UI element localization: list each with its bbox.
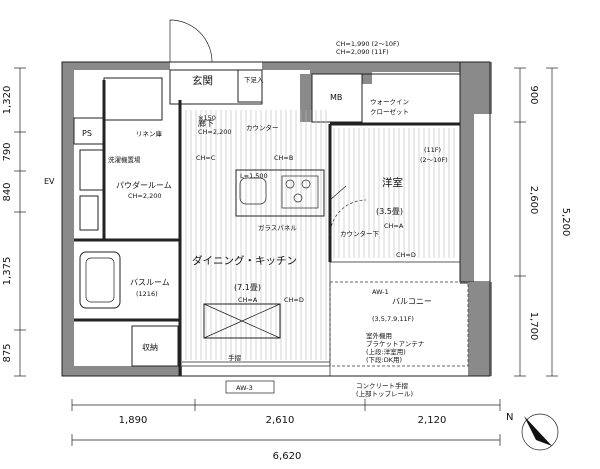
right-dimension: 900 2,600 1,700 5,200	[514, 67, 571, 377]
label-walkin-2: クローゼット	[370, 107, 409, 116]
note-antenna-4: (下段:DK用)	[366, 355, 402, 364]
interior-walls	[73, 69, 469, 376]
youshitsu-floor-pattern	[333, 128, 455, 258]
label-dining-ch-a: CH=A	[238, 296, 258, 304]
label-powder-ch: CH=2,200	[128, 192, 161, 200]
label-youshitsu-size: (3.5畳)	[376, 207, 403, 216]
label-linen: リネン庫	[136, 129, 163, 138]
notes: CH=1,990 (2～10F) CH=2,090 (11F) AW-1 (3,…	[225, 40, 424, 398]
label-bath: バスルーム	[130, 278, 170, 287]
dim-right-3: 1,700	[528, 312, 539, 341]
room-door	[329, 185, 367, 237]
dim-left-3: 840	[2, 182, 13, 201]
note-antenna-3: (上段:洋室用)	[366, 347, 406, 356]
note-ch-top-2: CH=2,090 (11F)	[336, 48, 389, 56]
label-ch-c: CH=C	[196, 154, 216, 162]
label-counter-under: カウンター下	[340, 229, 380, 238]
dim-bottom-total: 6,620	[273, 451, 302, 462]
note-concrete-1: コンクリート手摺	[356, 381, 409, 390]
note-ch-top-1: CH=1,990 (2～10F)	[336, 40, 399, 48]
label-ch-b: CH=B	[274, 154, 293, 162]
note-aw1-floors: (3,5,7,9,11F)	[372, 315, 414, 323]
note-antenna-2: ブラケットアンテナ	[366, 339, 424, 348]
label-dining-ch-d: CH=D	[284, 296, 304, 304]
label-rouka: 廊下	[198, 118, 214, 128]
label-rouka-mark: ※150	[198, 114, 216, 122]
label-balcony: バルコニー	[392, 297, 432, 306]
note-concrete-2: (上部トップレール)	[356, 389, 413, 398]
label-mb: MB	[330, 93, 342, 102]
dim-bottom-3: 2,120	[418, 415, 447, 426]
label-glass: ガラスパネル	[258, 223, 297, 232]
label-youshitsu: 洋室	[382, 176, 403, 189]
dim-right-total: 5,200	[560, 208, 571, 237]
label-ev: EV	[44, 177, 55, 186]
dim-bottom-1: 1,890	[119, 415, 148, 426]
room-labels: 玄関 下足入 廊下 ※150 CH=2,200 MB ウォークイン クローゼット…	[44, 74, 448, 362]
note-aw3: AW-3	[236, 384, 253, 392]
label-youshitsu-ch: CH=A	[384, 222, 404, 230]
label-counter: カウンター	[246, 123, 279, 132]
left-dimension: 1,320 790 840 1,375 875	[2, 67, 26, 377]
outer-walls	[61, 61, 492, 377]
dim-left-5: 875	[2, 343, 13, 362]
label-dining: ダイニング・キッチン	[192, 254, 297, 267]
entrance-door	[169, 19, 213, 63]
dining-floor-pattern	[185, 110, 327, 360]
label-wash: 洗濯機置場	[108, 155, 141, 164]
label-ch-d2: CH=D	[396, 251, 416, 259]
note-aw1: AW-1	[372, 288, 389, 296]
label-genkan: 玄関	[192, 74, 213, 87]
label-shoes: 下足入	[244, 76, 264, 84]
label-walkin-1: ウォークイン	[370, 98, 409, 106]
label-floor-11f: (11F)	[424, 146, 441, 154]
dim-left-1: 1,320	[2, 86, 13, 115]
label-ps: PS	[82, 129, 92, 138]
north-arrow: N	[506, 412, 559, 451]
dim-right-1: 900	[528, 85, 539, 104]
label-bath-size: (1216)	[136, 290, 158, 298]
bottom-dimension: 1,890 2,610 2,120 6,620	[71, 399, 501, 462]
label-rouka-ch: CH=2,200	[198, 128, 231, 136]
label-shuno: 収納	[142, 342, 158, 352]
note-antenna-1: 室外機用	[366, 331, 392, 340]
dim-left-4: 1,375	[2, 257, 13, 286]
dim-left-2: 790	[2, 142, 13, 161]
north-label: N	[506, 412, 513, 423]
dim-bottom-2: 2,610	[266, 415, 295, 426]
label-powder: パウダールーム	[116, 180, 172, 190]
label-tesuri: 手摺	[228, 353, 242, 362]
label-l: L=1,500	[240, 172, 268, 180]
label-floor-2-10f: (2～10F)	[420, 156, 448, 164]
kitchen-counter	[203, 169, 325, 339]
dim-right-2: 2,600	[528, 186, 539, 215]
label-dining-size: (7.1畳)	[234, 283, 261, 292]
